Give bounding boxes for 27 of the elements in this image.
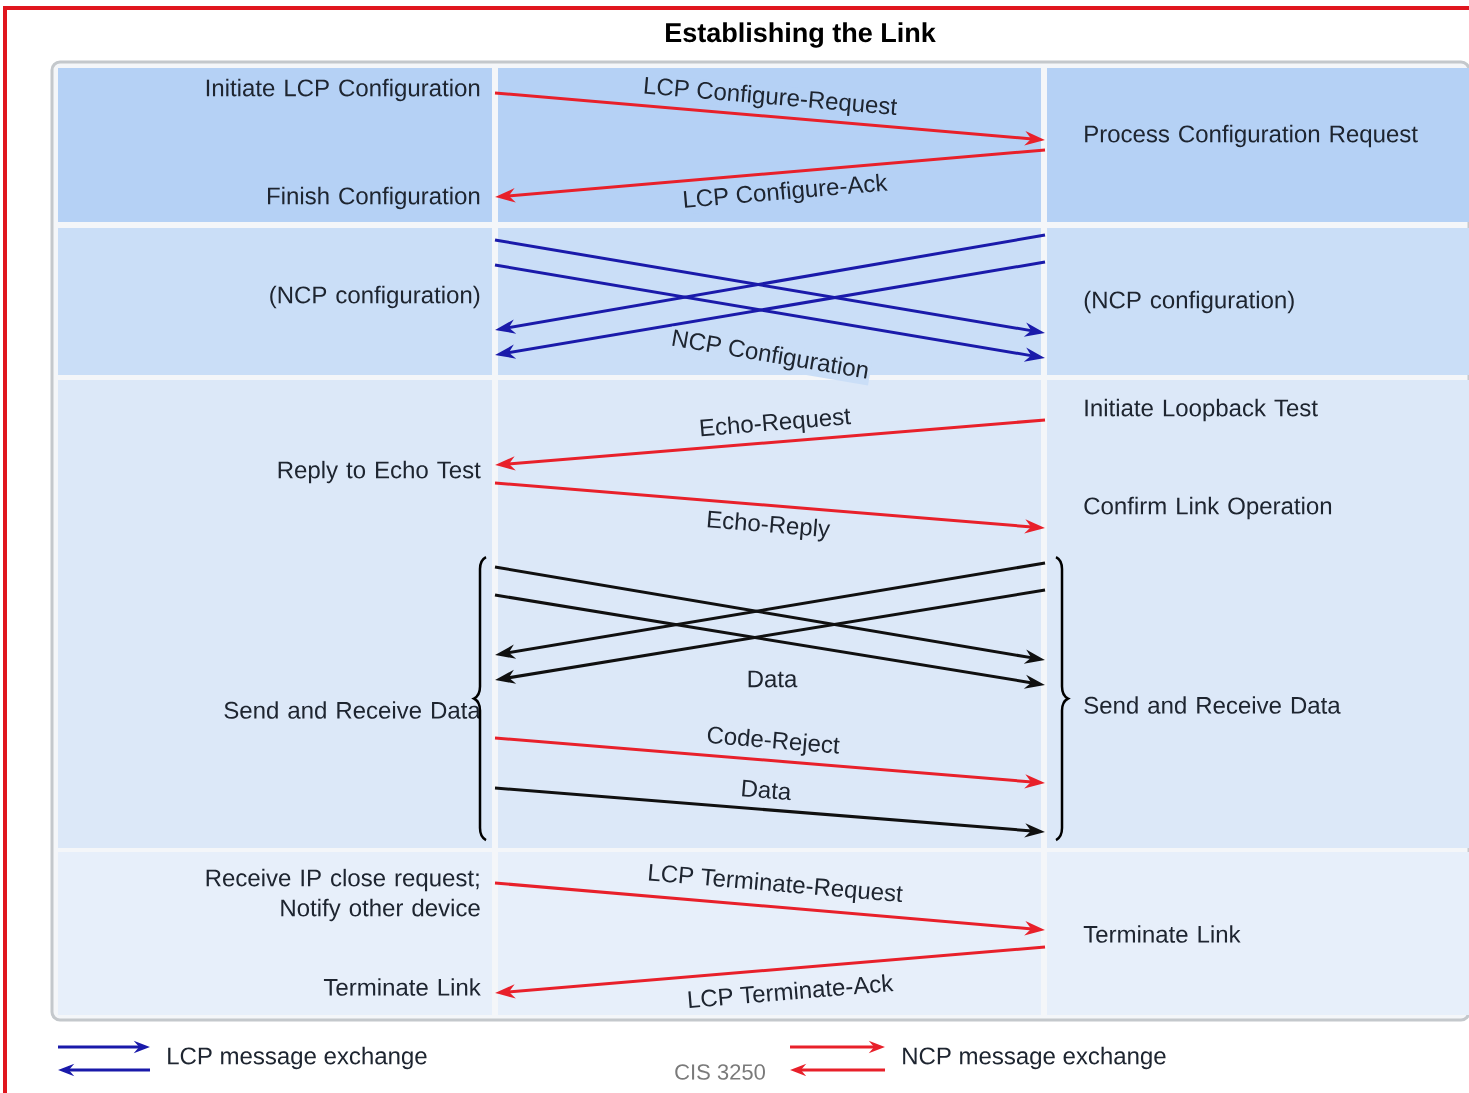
step-label: Send and Receive Data	[1084, 696, 1341, 714]
edge-label: LCP Configure-Request	[640, 74, 900, 122]
step-label: Finish Configuration	[268, 186, 480, 210]
edge-label: LCP Configure-Ack	[680, 171, 890, 215]
legend-label: NCP message exchange	[903, 1046, 1166, 1070]
edge-label: LCP Terminate-Request	[644, 861, 906, 909]
footer-text: CIS 3250	[675, 1064, 765, 1080]
edge-label: Data	[745, 669, 799, 689]
step-label: Receive IP close request; Notify other device	[206, 868, 480, 922]
step-label: Process Configuration Request	[1085, 124, 1418, 148]
edge-label: Echo-Request	[696, 405, 854, 443]
step-label: Initiate Loopback Test	[1085, 398, 1318, 422]
step-label: Confirm Link Operation	[1084, 496, 1332, 520]
step-label: (NCP configuration)	[270, 285, 480, 309]
edge-label: Code-Reject	[704, 723, 842, 761]
title: Establishing the Link	[666, 22, 936, 48]
step-label: Terminate Link	[1083, 925, 1241, 943]
edge-label: Echo-Reply	[703, 508, 833, 544]
step-label: Initiate LCP Configuration	[206, 78, 480, 102]
step-label: (NCP configuration)	[1084, 290, 1294, 314]
step-label: Send and Receive Data	[224, 701, 481, 719]
step-label: Terminate Link	[323, 978, 481, 996]
edge-label: Data	[738, 778, 794, 802]
step-label: Reply to Echo Test	[278, 460, 481, 484]
edge-label: NCP Configuration	[667, 326, 873, 386]
edge-label: LCP Terminate-Ack	[684, 972, 896, 1010]
legend-label: LCP message exchange	[168, 1046, 427, 1070]
